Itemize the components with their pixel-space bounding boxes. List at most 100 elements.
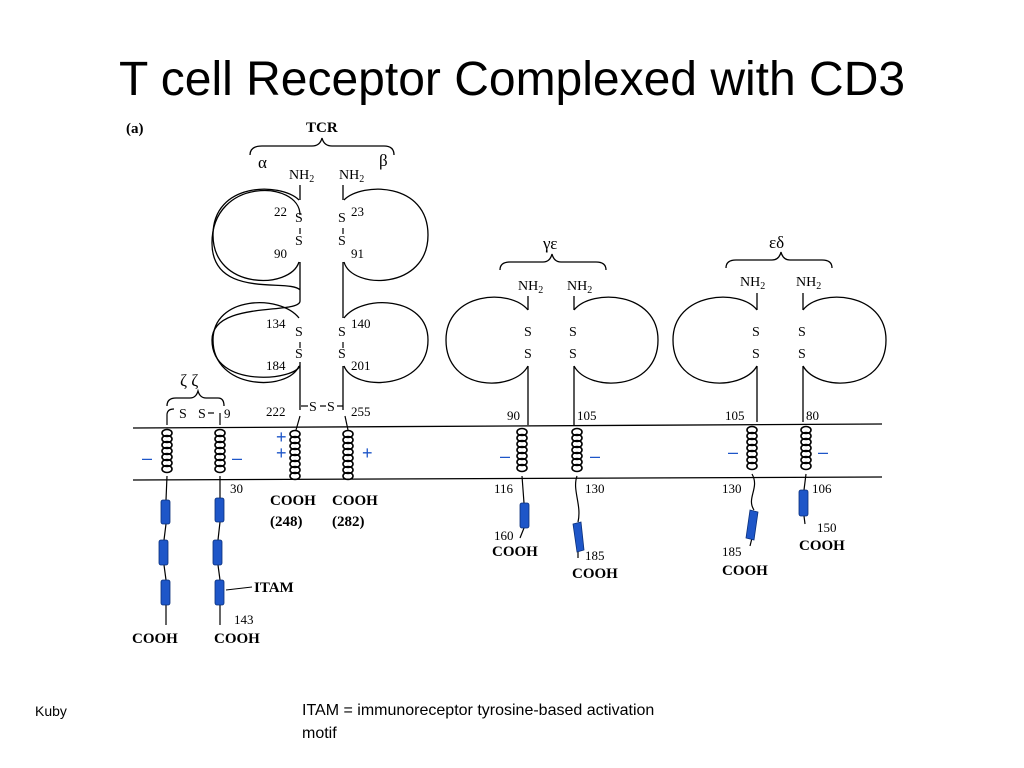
svg-text:S: S <box>338 325 346 340</box>
zeta-label: ζ ζ <box>180 371 198 390</box>
epsilon-tm-coil <box>571 427 583 473</box>
ed-num-105: 105 <box>725 408 745 423</box>
itam-segment <box>519 502 585 553</box>
tcr-beta-domain-v <box>343 188 429 281</box>
svg-text:S: S <box>798 325 806 340</box>
delta-cooh: COOH <box>799 538 845 554</box>
zeta-num-30: 30 <box>230 481 243 496</box>
plus-charge: + <box>276 443 287 463</box>
tcr-beta-cooh: COOH <box>332 493 378 509</box>
tcr-alpha-domain-c <box>212 302 300 384</box>
tcr-alpha-length: (248) <box>270 514 303 530</box>
epsilon-delta-label: εδ <box>769 233 784 252</box>
tcr-num-23: 23 <box>351 204 364 219</box>
ed-num-150: 150 <box>817 520 837 535</box>
tcr-num-201: 201 <box>351 358 371 373</box>
epsilon-ig-domain <box>573 296 659 384</box>
svg-text:S: S <box>569 325 577 340</box>
svg-text:NH2: NH2 <box>796 275 821 292</box>
itam-label: ITAM <box>254 580 294 596</box>
tcr-num-255: 255 <box>351 404 371 419</box>
tcr-alpha-domain-v <box>212 188 300 281</box>
tcr-num-222: 222 <box>266 404 286 419</box>
gamma-epsilon-dimer: γε NH2 NH2 SS SS 90 105 – – 116 130 160 … <box>445 234 659 582</box>
delta-tm-coil <box>800 425 812 471</box>
credit-text: Kuby <box>35 703 67 719</box>
plus-charge: + <box>276 427 287 447</box>
svg-text:NH2: NH2 <box>518 279 543 296</box>
tcr-beta-domain-c <box>343 302 429 384</box>
zeta-brace <box>166 388 225 407</box>
svg-text:S: S <box>179 407 187 422</box>
epsilon-delta-dimer: εδ NH2 NH2 SS SS 105 80 – – 130 106 185 … <box>672 233 887 579</box>
ge-num-130: 130 <box>585 481 605 496</box>
zeta-num-9: 9 <box>224 406 231 421</box>
svg-text:S: S <box>752 347 760 362</box>
tcr-num-22: 22 <box>274 204 287 219</box>
ge-num-185: 185 <box>585 548 605 563</box>
delta-ig-domain <box>802 296 887 384</box>
gamma-ig-domain <box>445 296 529 384</box>
membrane-bottom-line <box>132 476 883 481</box>
epsilon-cooh: COOH <box>572 566 618 582</box>
gamma-epsilon-label: γε <box>542 234 557 253</box>
panel-label: (a) <box>126 121 144 137</box>
slide-title: T cell Receptor Complexed with CD3 <box>118 53 906 106</box>
tcr-brace <box>249 137 395 156</box>
tcr-num-134: 134 <box>266 316 286 331</box>
svg-text:S: S <box>524 347 532 362</box>
beta-label: β <box>379 151 388 170</box>
minus-charge: – <box>500 446 510 466</box>
tcr-label: TCR <box>306 120 338 136</box>
ge-num-116: 116 <box>494 481 514 496</box>
ed-num-80: 80 <box>806 408 819 423</box>
svg-text:NH2: NH2 <box>339 168 364 185</box>
gamma-tm-coil <box>516 427 528 473</box>
svg-text:S: S <box>798 347 806 362</box>
svg-text:S: S <box>338 347 346 362</box>
epsilon2-nh2: NH <box>740 275 760 290</box>
svg-text:S: S <box>338 234 346 249</box>
itam-segment <box>158 497 225 606</box>
svg-text:NH2: NH2 <box>567 279 592 296</box>
alpha-nh2-sub: 2 <box>309 174 314 185</box>
minus-charge: – <box>142 448 152 468</box>
gamma-cooh: COOH <box>492 544 538 560</box>
alpha-nh2: NH <box>289 168 309 183</box>
zeta-num-143: 143 <box>234 612 254 627</box>
svg-text:S: S <box>524 325 532 340</box>
zeta-right-tm-coil <box>214 428 226 474</box>
itam-footnote: ITAM = immunoreceptor tyrosine-based act… <box>302 702 655 742</box>
svg-text:S: S <box>198 407 206 422</box>
tcr-beta-length: (282) <box>332 514 365 530</box>
tcr-num-140: 140 <box>351 316 371 331</box>
gamma-nh2: NH <box>518 279 538 294</box>
itam-segment <box>745 489 809 541</box>
minus-charge: – <box>590 446 600 466</box>
minus-charge: – <box>818 442 828 462</box>
epsilon-delta-brace <box>725 251 833 269</box>
tcr-alpha-tm-coil <box>289 429 301 481</box>
svg-text:S: S <box>752 325 760 340</box>
ge-num-105: 105 <box>577 408 597 423</box>
epsilon2-ig-domain <box>672 296 758 384</box>
tcr-num-91: 91 <box>351 246 364 261</box>
ed-num-130: 130 <box>722 481 742 496</box>
alpha-label: α <box>258 153 267 172</box>
svg-text:S: S <box>309 400 317 415</box>
tcr-beta-tm-coil <box>342 429 354 481</box>
svg-text:NH2: NH2 <box>289 168 314 185</box>
beta-nh2-sub: 2 <box>359 174 364 185</box>
epsilon2-tm-coil <box>746 425 758 471</box>
epsilon2-cooh: COOH <box>722 563 768 579</box>
ge-num-90: 90 <box>507 408 520 423</box>
svg-text:S: S <box>295 325 303 340</box>
svg-text:S: S <box>338 211 346 226</box>
delta-nh2: NH <box>796 275 816 290</box>
minus-charge: – <box>728 442 738 462</box>
tcr-num-184: 184 <box>266 358 286 373</box>
